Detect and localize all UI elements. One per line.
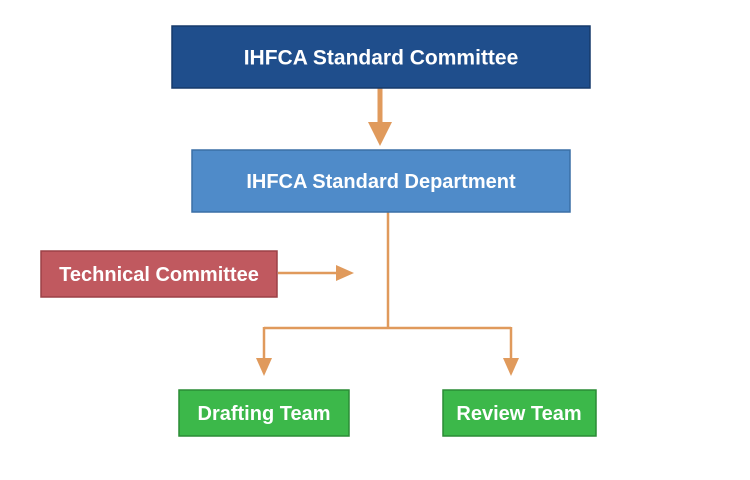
node-standard-committee-label: IHFCA Standard Committee <box>244 47 519 70</box>
arrowhead-to-review <box>503 358 519 376</box>
node-review-team: Review Team <box>442 389 597 437</box>
node-standard-department: IHFCA Standard Department <box>191 149 571 213</box>
arrowhead-committee-to-department <box>368 122 392 146</box>
arrowhead-technical-committee <box>336 265 354 281</box>
node-technical-committee-label: Technical Committee <box>59 264 259 286</box>
node-standard-department-label: IHFCA Standard Department <box>246 171 516 193</box>
node-drafting-team-label: Drafting Team <box>198 403 331 425</box>
node-standard-committee: IHFCA Standard Committee <box>171 25 591 89</box>
node-technical-committee: Technical Committee <box>40 250 278 298</box>
node-review-team-label: Review Team <box>456 403 581 425</box>
connectors <box>256 88 519 376</box>
arrowhead-to-drafting <box>256 358 272 376</box>
node-drafting-team: Drafting Team <box>178 389 350 437</box>
